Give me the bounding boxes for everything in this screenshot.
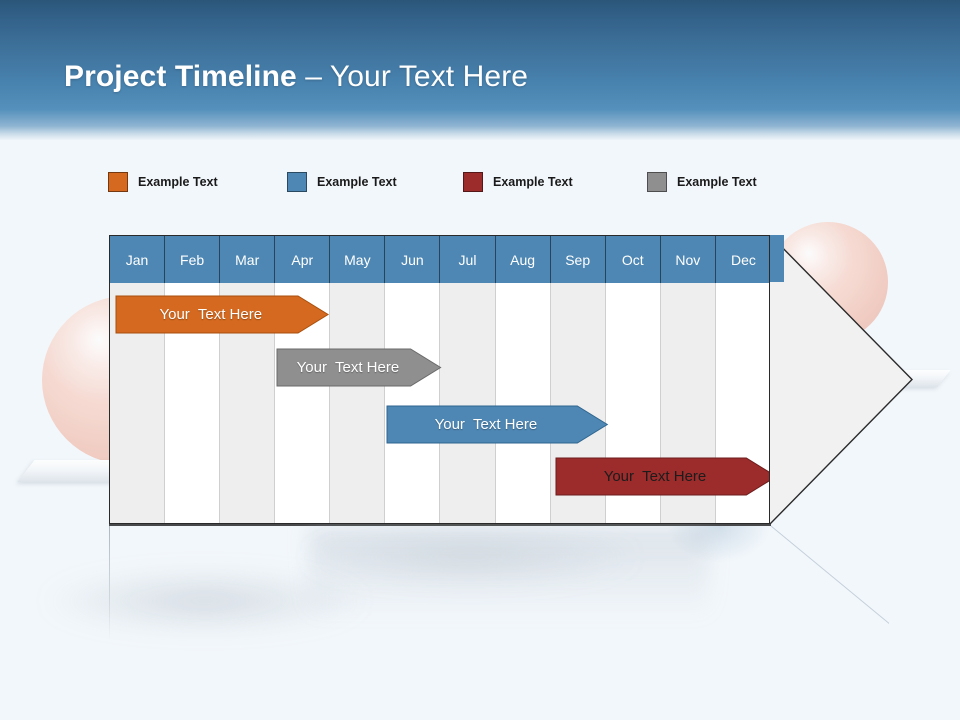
- page-title-light: – Your Text Here: [296, 60, 529, 93]
- legend-item-label: Example Text: [317, 175, 397, 189]
- header-banner: Project Timeline – Your Text Here: [0, 0, 960, 140]
- task-bar-3[interactable]: Your Text Here: [555, 457, 769, 496]
- legend-swatch-icon: [647, 172, 667, 192]
- task-bar-2[interactable]: Your Text Here: [386, 405, 608, 444]
- legend: Example Text Example Text Example Text E…: [0, 168, 960, 196]
- month-header-oct[interactable]: Oct: [605, 236, 661, 283]
- task-bar-0[interactable]: Your Text Here: [115, 295, 329, 334]
- legend-swatch-icon: [108, 172, 128, 192]
- decorative-shadow-lower-mid: [300, 528, 640, 586]
- legend-item-0[interactable]: Example Text: [108, 170, 218, 194]
- month-header-aug[interactable]: Aug: [495, 236, 551, 283]
- month-header-apr[interactable]: Apr: [275, 236, 331, 283]
- month-header-jan[interactable]: Jan: [110, 236, 166, 283]
- arrow-head-blue-cap: [768, 235, 784, 282]
- grid-column-mar: [220, 236, 276, 523]
- month-header-mar[interactable]: Mar: [220, 236, 276, 283]
- legend-item-2[interactable]: Example Text: [463, 170, 573, 194]
- decorative-shadow-lower-left: [40, 570, 370, 632]
- page-title: Project Timeline – Your Text Here: [64, 60, 528, 94]
- grid-column-jan: [110, 236, 166, 523]
- task-bar-1[interactable]: Your Text Here: [276, 348, 442, 387]
- legend-item-3[interactable]: Example Text: [647, 170, 757, 194]
- arrow-reflection-lines: [770, 525, 889, 625]
- month-header-jun[interactable]: Jun: [385, 236, 441, 283]
- month-header-jul[interactable]: Jul: [440, 236, 496, 283]
- legend-item-1[interactable]: Example Text: [287, 170, 397, 194]
- month-header-dec[interactable]: Dec: [715, 236, 769, 283]
- grid-column-feb: [165, 236, 221, 523]
- legend-item-label: Example Text: [493, 175, 573, 189]
- month-header-nov[interactable]: Nov: [660, 236, 716, 283]
- grid-column-jul: [440, 236, 496, 523]
- legend-item-label: Example Text: [138, 175, 218, 189]
- legend-swatch-icon: [287, 172, 307, 192]
- month-header-feb[interactable]: Feb: [165, 236, 221, 283]
- grid-column-aug: [495, 236, 551, 523]
- legend-swatch-icon: [463, 172, 483, 192]
- legend-item-label: Example Text: [677, 175, 757, 189]
- page-title-strong: Project Timeline: [64, 60, 297, 93]
- month-header-may[interactable]: May: [330, 236, 386, 283]
- month-header-sep[interactable]: Sep: [550, 236, 606, 283]
